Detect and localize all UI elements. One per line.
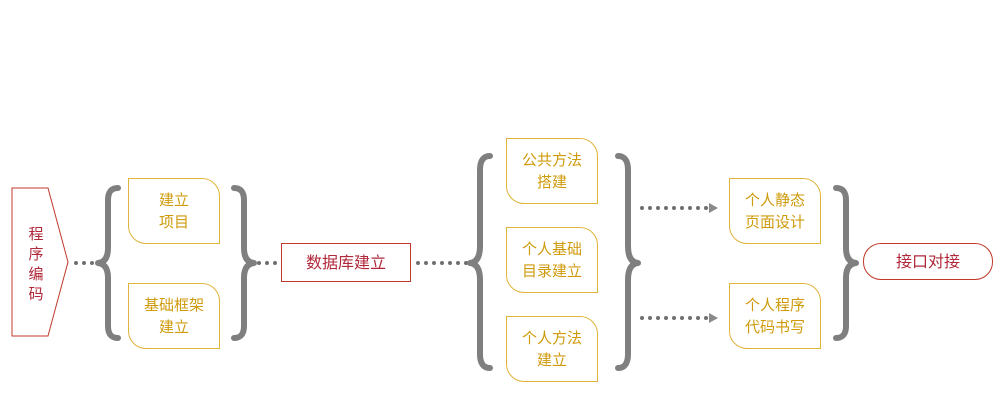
- node-build-project: 建立 项目: [128, 178, 220, 244]
- node-personal-methods: 个人方法 建立: [506, 316, 598, 382]
- node-common-methods: 公共方法 搭建: [506, 138, 598, 204]
- node-personal-base: 个人基础 目录建立: [506, 227, 598, 293]
- node-database: 数据库建立: [281, 243, 411, 282]
- bracket-2-left: [467, 153, 493, 371]
- node-programming: 程 序 编 码: [28, 225, 44, 303]
- bracket-3-right: [833, 185, 859, 341]
- node-personal-static: 个人静态 页面设计: [729, 178, 821, 244]
- programming-arrow-shape: [11, 187, 69, 337]
- bracket-1-left: [95, 185, 121, 341]
- node-basic-framework: 基础框架 建立: [128, 283, 220, 349]
- connector-dots: [74, 206, 708, 320]
- connector-arrowheads: [709, 203, 718, 323]
- node-personal-code: 个人程序 代码书写: [729, 283, 821, 349]
- bracket-1-right: [231, 185, 257, 341]
- node-interface: 接口对接: [863, 243, 993, 280]
- brackets: [95, 153, 859, 371]
- bracket-2-right: [615, 153, 641, 371]
